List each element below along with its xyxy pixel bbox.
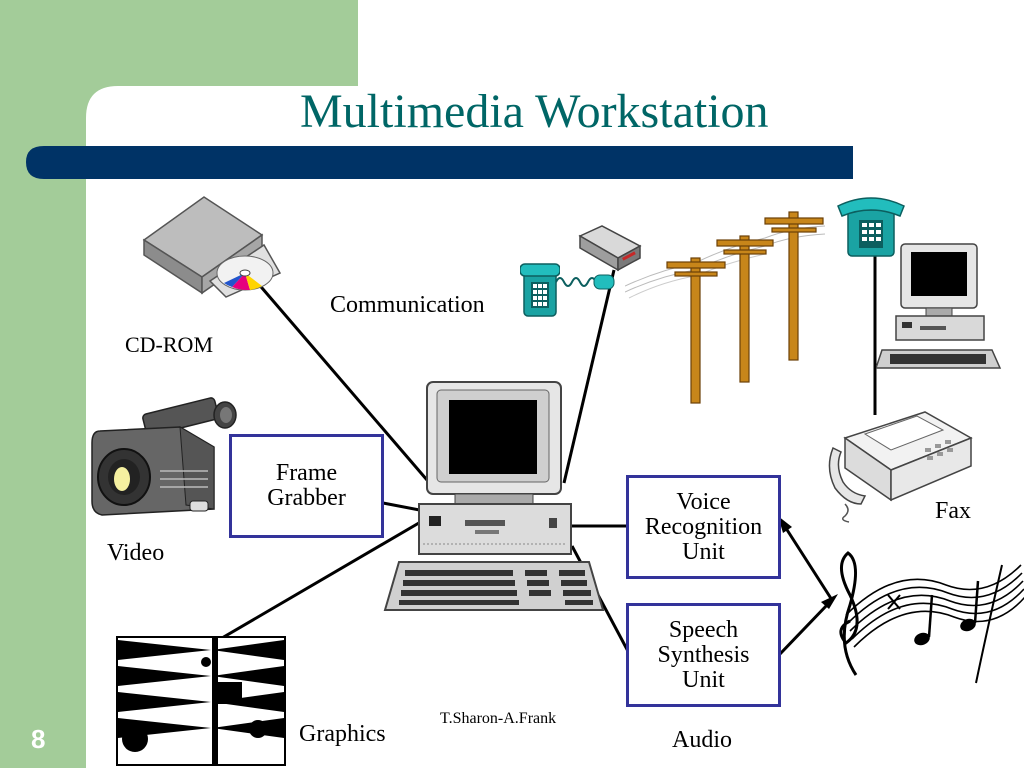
speech-synthesis-box: Speech Synthesis Unit bbox=[626, 603, 781, 707]
fax-line bbox=[866, 248, 877, 415]
frame-grabber-line-2: Grabber bbox=[267, 485, 346, 511]
speech-synthesis-line-3: Unit bbox=[682, 666, 725, 693]
cd-rom-drive-icon bbox=[142, 196, 282, 298]
side-bar bbox=[0, 0, 358, 768]
audio-label: Audio bbox=[672, 727, 732, 753]
title-bar bbox=[26, 146, 853, 179]
modem-line bbox=[562, 269, 616, 484]
frame-grabber-line-1: Frame bbox=[275, 460, 338, 486]
cdrom-line bbox=[254, 280, 429, 481]
voice-recognition-line-2: Recognition bbox=[644, 513, 763, 540]
video-camera-icon bbox=[91, 397, 237, 516]
utility-poles-icon bbox=[625, 211, 826, 404]
graphics-label: Graphics bbox=[299, 721, 386, 747]
audio-to-voice-arrow bbox=[780, 521, 834, 601]
desktop-computer-icon bbox=[383, 381, 605, 611]
fax-phone-icon bbox=[837, 197, 905, 257]
video-label: Video bbox=[107, 540, 165, 566]
speech-synthesis-line-1: Speech bbox=[668, 616, 739, 643]
voice-recognition-line-3: Unit bbox=[682, 538, 725, 565]
voice-recognition-box: Voice Recognition Unit bbox=[626, 475, 781, 579]
remote-computer-icon bbox=[876, 243, 1002, 369]
communication-label: Communication bbox=[330, 292, 485, 318]
telephone-icon bbox=[520, 263, 560, 317]
music-notes-icon bbox=[839, 551, 1024, 684]
voice-recognition-line-1: Voice bbox=[676, 488, 731, 515]
graphics-pattern-icon bbox=[116, 636, 286, 766]
speech-synthesis-line-2: Synthesis bbox=[657, 641, 750, 668]
cdrom-label: CD-ROM bbox=[125, 332, 214, 357]
frame-grabber-box: Frame Grabber bbox=[229, 434, 384, 538]
fax-label: Fax bbox=[935, 498, 971, 524]
slide-title: Multimedia Workstation bbox=[300, 85, 769, 138]
phone-cord-icon bbox=[556, 274, 615, 290]
fax-machine-icon bbox=[828, 411, 973, 523]
graphics-line bbox=[221, 518, 425, 640]
modem-icon bbox=[578, 225, 642, 272]
audio-to-speech-arrow bbox=[778, 602, 830, 656]
page-number: 8 bbox=[31, 724, 46, 754]
footer-author: T.Sharon-A.Frank bbox=[440, 710, 557, 727]
